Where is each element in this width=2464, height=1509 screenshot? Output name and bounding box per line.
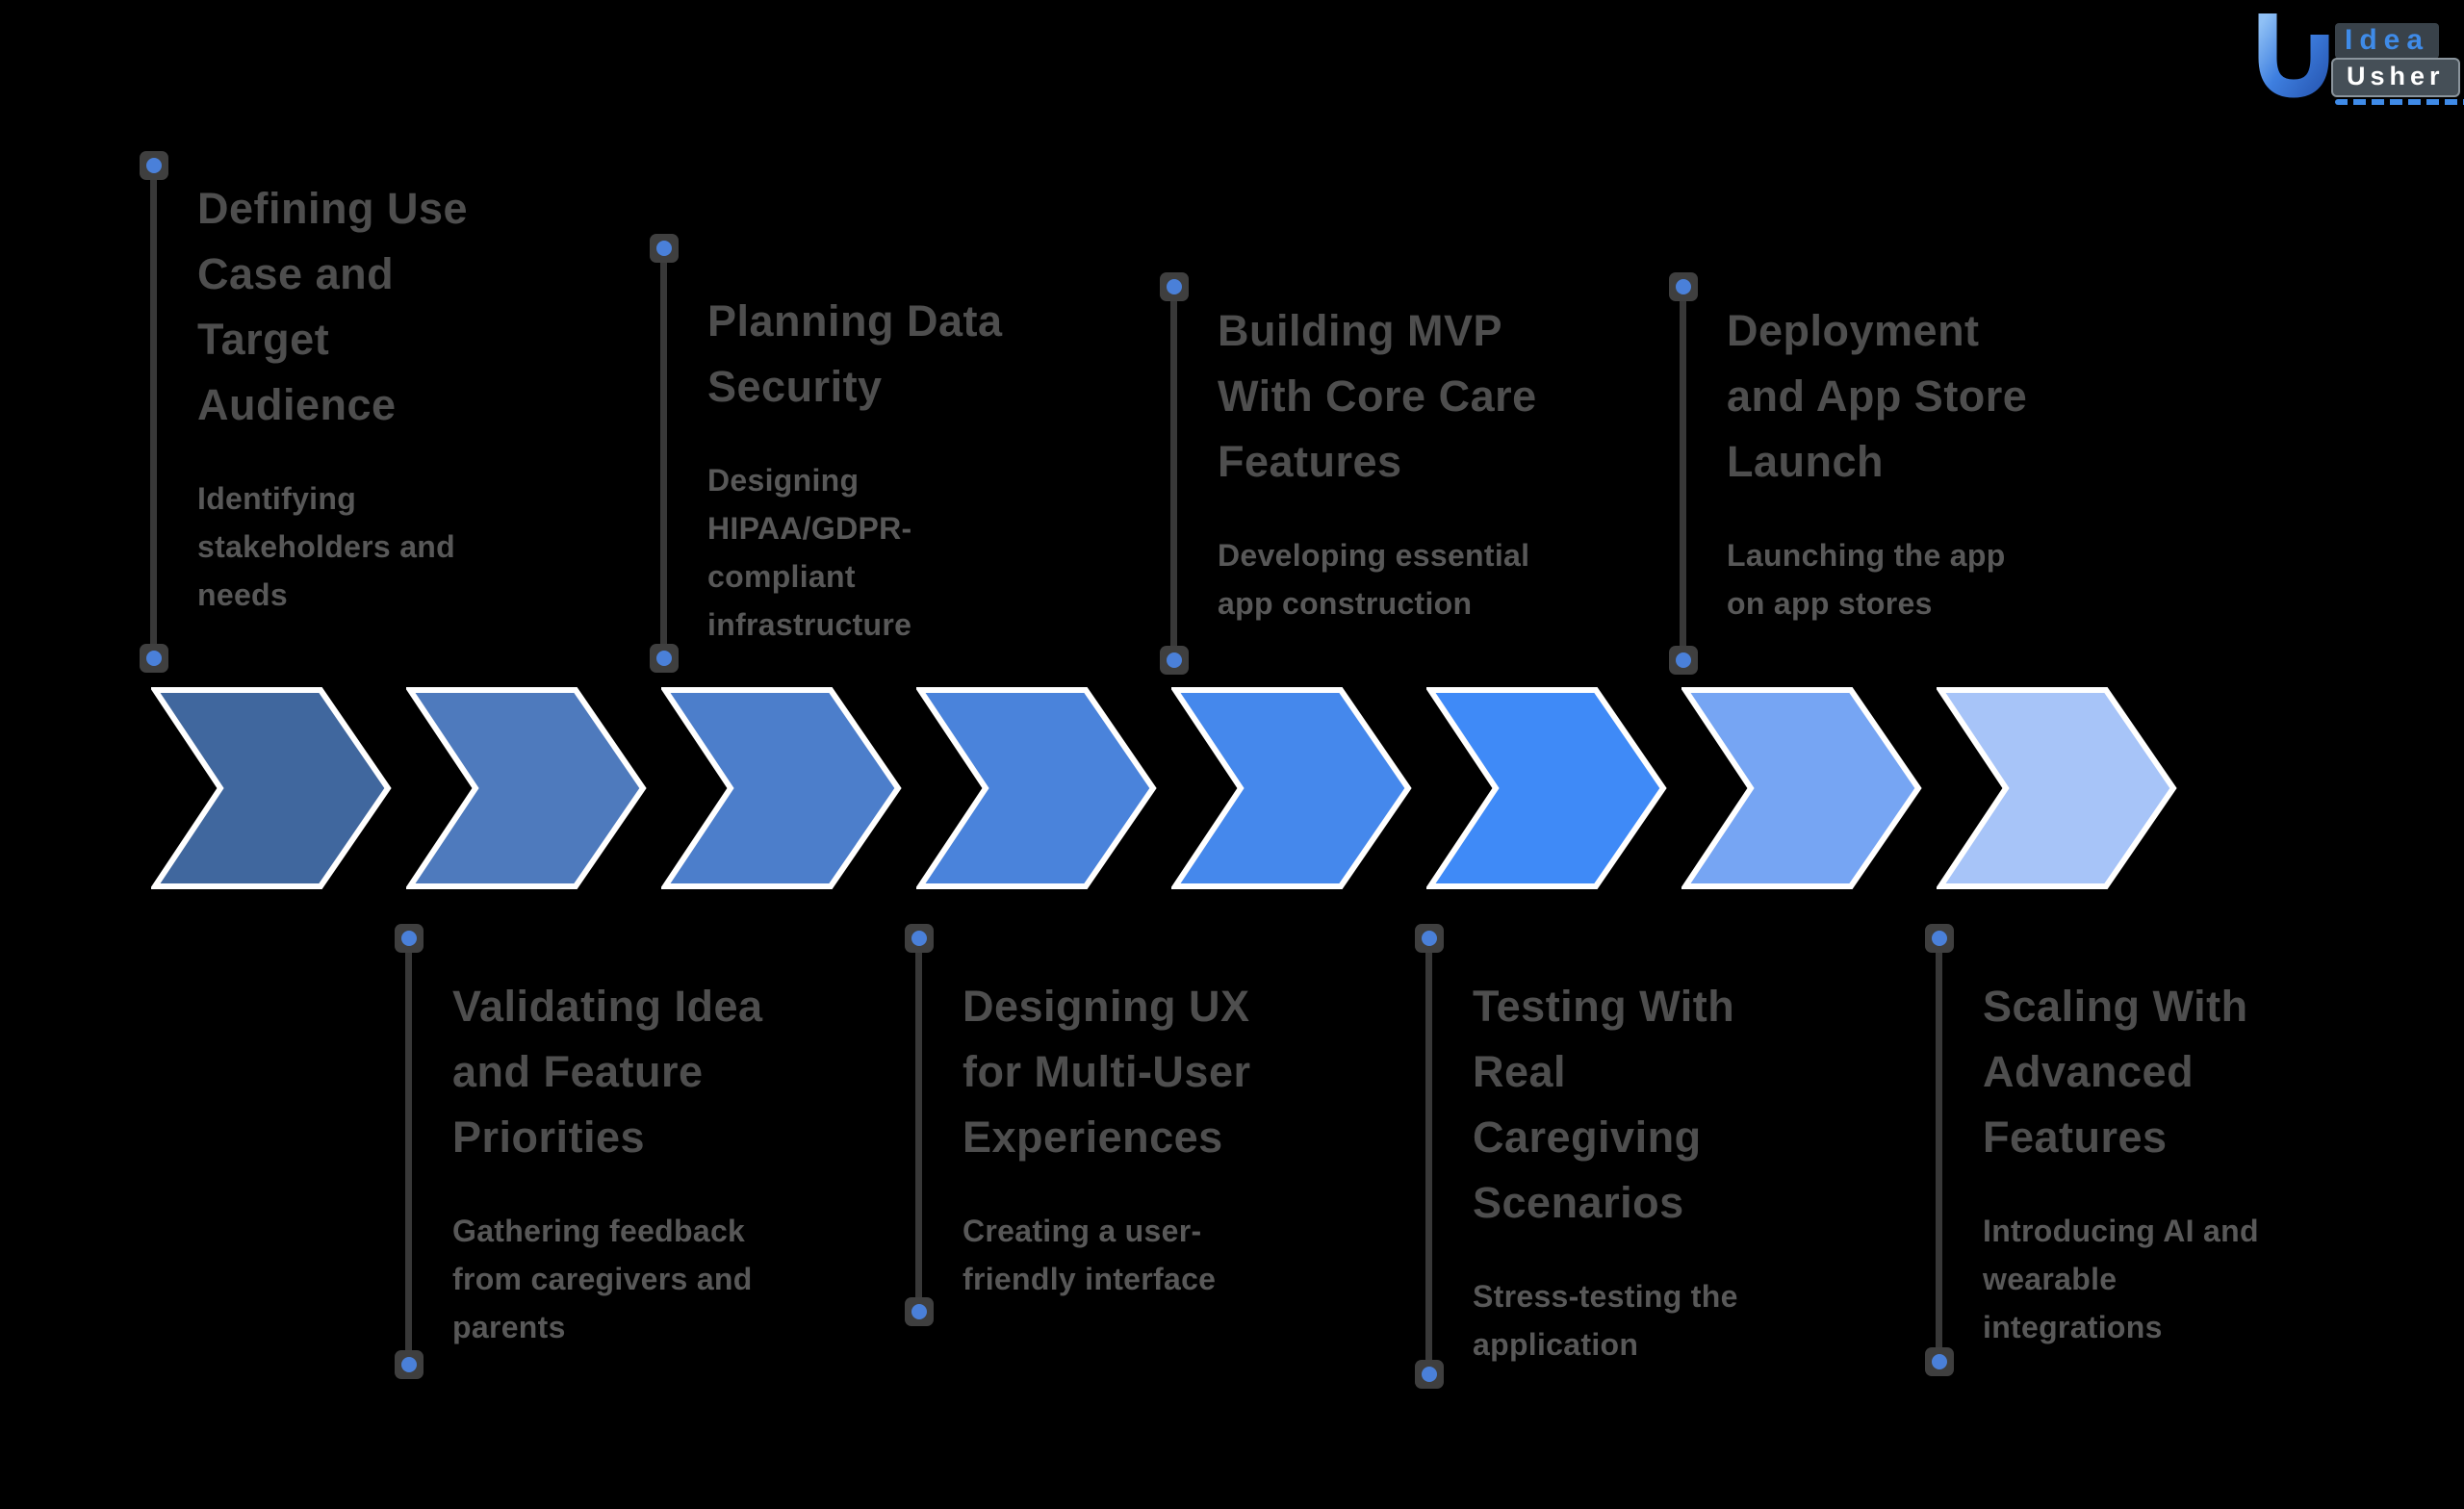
step-description: Creating a user-friendly interface xyxy=(962,1214,1217,1296)
connector-line xyxy=(660,248,667,658)
connector-dot xyxy=(1415,1360,1444,1389)
connector-line xyxy=(1680,287,1686,660)
step-title: Testing With Real Caregiving Scenarios xyxy=(1473,982,1735,1227)
connector-dot xyxy=(905,1297,934,1326)
step-title: Defining Use Case and Target Audience xyxy=(197,184,469,429)
connector-dot xyxy=(1160,646,1189,675)
connector-dot xyxy=(395,924,424,953)
step-title: Validating Idea and Feature Priorities xyxy=(452,982,763,1162)
connector-line xyxy=(1425,938,1432,1374)
logo-text-usher: Usher xyxy=(2331,58,2460,97)
connector-dot xyxy=(1415,924,1444,953)
connector-dot xyxy=(140,151,168,180)
chevron-step-2 xyxy=(406,687,647,889)
connector-dot xyxy=(1160,272,1189,301)
connector-dot xyxy=(650,644,679,673)
chevron-step-4 xyxy=(916,687,1157,889)
chevron-step-1 xyxy=(151,687,392,889)
connector-dot xyxy=(395,1350,424,1379)
step-description: Identifying stakeholders and needs xyxy=(197,481,456,612)
connector-line xyxy=(150,166,157,658)
step-description: Gathering feedback from caregivers and p… xyxy=(452,1214,753,1344)
step-description: Launching the app on app stores xyxy=(1727,538,2006,621)
step-description: Developing essential app construction xyxy=(1218,538,1530,621)
connector-dot xyxy=(1925,924,1954,953)
step-description: Designing HIPAA/GDPR-compliant infrastru… xyxy=(707,463,912,642)
chevron-step-6 xyxy=(1426,687,1667,889)
connector-dot xyxy=(1669,646,1698,675)
logo-tagline xyxy=(2335,99,2464,105)
step-description: Introducing AI and wearable integrations xyxy=(1983,1214,2259,1344)
connector-dot xyxy=(650,234,679,263)
chevron-step-3 xyxy=(661,687,902,889)
chevron-step-8 xyxy=(1937,687,2177,889)
step-title: Building MVP With Core Care Features xyxy=(1218,306,1537,486)
step-title: Scaling With Advanced Features xyxy=(1983,982,2248,1162)
connector-dot xyxy=(1925,1347,1954,1376)
logo-u-icon xyxy=(2258,13,2329,98)
connector-line xyxy=(1170,287,1177,660)
connector-line xyxy=(1936,938,1942,1362)
step-title: Planning Data Security xyxy=(707,296,1003,411)
step-title: Designing UX for Multi-User Experiences xyxy=(962,982,1251,1162)
step-title: Deployment and App Store Launch xyxy=(1727,306,2028,486)
chevron-step-7 xyxy=(1681,687,1922,889)
connector-dot xyxy=(1669,272,1698,301)
chevron-step-5 xyxy=(1171,687,1412,889)
idea-usher-logo: Idea Usher xyxy=(2246,8,2464,105)
connector-line xyxy=(915,938,922,1312)
connector-dot xyxy=(905,924,934,953)
connector-line xyxy=(405,938,412,1365)
connector-dot xyxy=(140,644,168,673)
logo-text-idea: Idea xyxy=(2335,23,2440,59)
step-description: Stress-testing the application xyxy=(1473,1279,1738,1362)
